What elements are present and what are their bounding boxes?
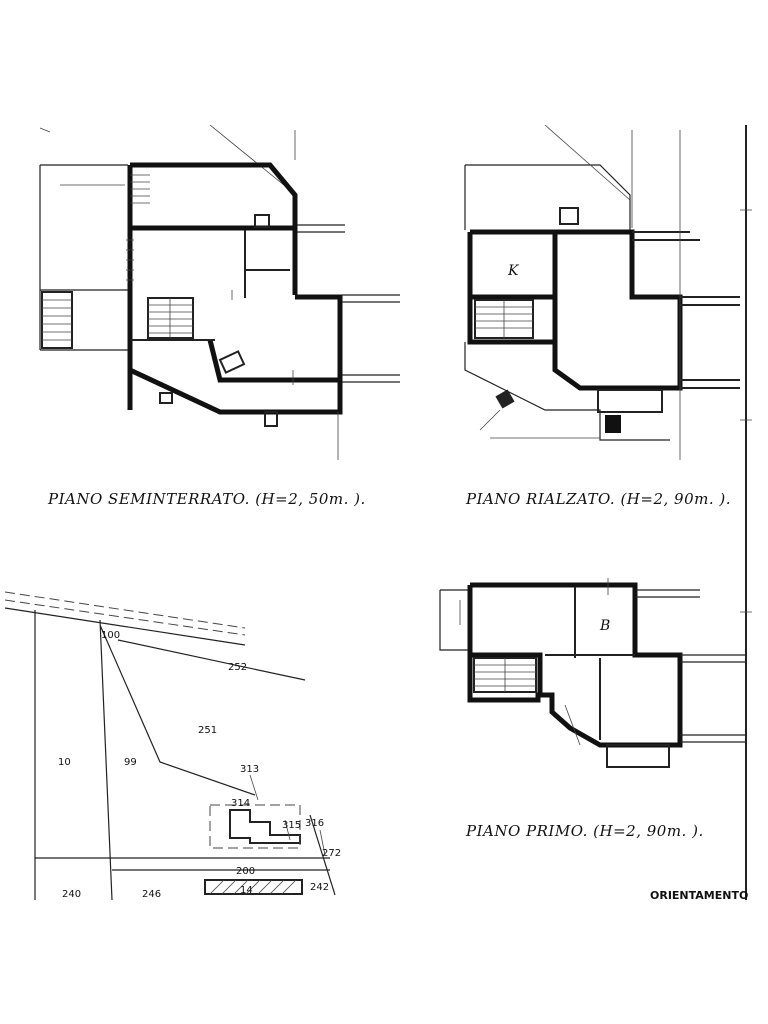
plan-rialzato xyxy=(464,124,740,460)
sheet-right-border xyxy=(740,125,752,900)
room-label-b: B xyxy=(599,618,610,634)
parcel-246: 246 xyxy=(142,889,161,900)
plan-primo xyxy=(439,578,746,768)
parcel-316: 316 xyxy=(305,818,324,829)
parcel-242: 242 xyxy=(310,882,329,893)
parcel-99: 99 xyxy=(124,757,137,768)
room-label-k: K xyxy=(507,263,520,279)
plan-seminterrato xyxy=(39,124,400,460)
caption-seminterrato: PIANO SEMINTERRATO. (H=2, 50m. ). xyxy=(47,490,366,508)
parcel-labels: 100 252 251 10 99 313 314 315 316 272 20… xyxy=(58,630,341,900)
parcel-313: 313 xyxy=(240,764,259,775)
parcel-251: 251 xyxy=(198,725,217,736)
parcel-hatch xyxy=(204,879,303,895)
parcel-252: 252 xyxy=(228,662,247,673)
parcel-14: 14 xyxy=(240,885,253,896)
orientation-label: ORIENTAMENTO xyxy=(650,889,748,902)
parcel-240: 240 xyxy=(62,889,81,900)
cadastral-map xyxy=(4,591,336,901)
parcel-100: 100 xyxy=(101,630,120,641)
stair-seminterrato xyxy=(147,297,194,339)
parcel-272: 272 xyxy=(322,848,341,859)
stair-primo xyxy=(473,657,537,693)
parcel-314: 314 xyxy=(231,798,250,809)
caption-rialzato: PIANO RIALZATO. (H=2, 90m. ). xyxy=(465,490,731,508)
parcel-10: 10 xyxy=(58,757,71,768)
parcel-315: 315 xyxy=(282,820,301,831)
caption-primo: PIANO PRIMO. (H=2, 90m. ). xyxy=(465,822,704,840)
parcel-200: 200 xyxy=(236,866,255,877)
stair-rialzato xyxy=(474,299,534,339)
stair-left xyxy=(41,291,73,349)
